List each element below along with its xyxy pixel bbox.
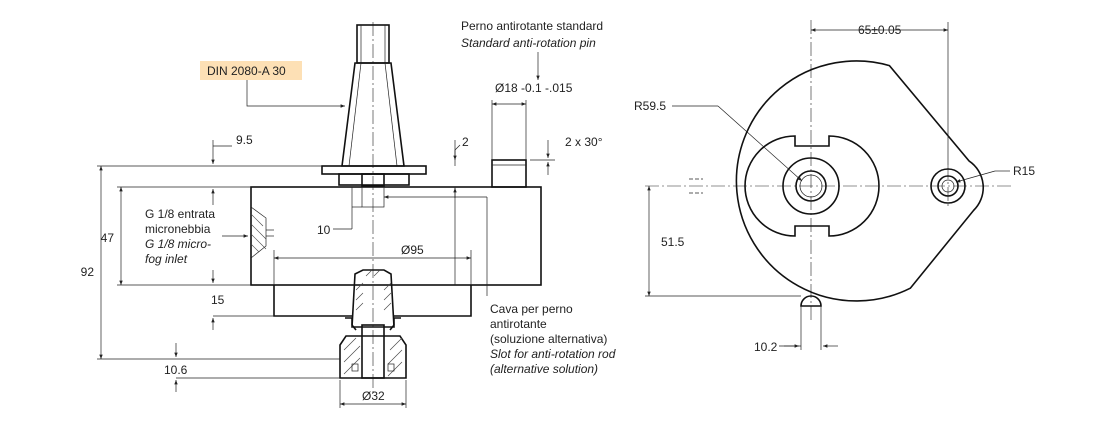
- boss-inner-ring: [782, 157, 840, 215]
- slot-en-line1: Slot for anti-rotation rod: [490, 347, 616, 361]
- slot-it-line2: antirotante: [490, 317, 547, 331]
- slot-it-line1: Cava per perno: [490, 302, 573, 316]
- d18-label: Ø18 -0.1 -.015: [495, 81, 573, 95]
- dim-9-5-label: 9.5: [236, 133, 253, 147]
- pin-note-it: Perno antirotante standard: [461, 19, 603, 33]
- dim-10-2-label: 10.2: [754, 340, 778, 354]
- anti-rotation-pin: [491, 159, 527, 188]
- din-tag-background: [200, 61, 302, 80]
- front-view: Ø18 -0.1 -.015 Perno antirotante standar…: [81, 19, 616, 408]
- drive-key: [361, 173, 385, 187]
- inlet-en-line1: G 1/8 micro-: [145, 237, 211, 251]
- flange-collar: [338, 173, 410, 186]
- chamfer-label: 2 x 30°: [565, 135, 603, 149]
- dim-2-label: 2: [462, 135, 469, 149]
- flange: [321, 165, 427, 175]
- slotted-boss: [744, 135, 880, 237]
- r15-label: R15: [1013, 164, 1035, 178]
- dim-15-label: 15: [211, 293, 225, 307]
- inlet-en-line2: fog inlet: [145, 252, 188, 266]
- slot-it-line3: (soluzione alternativa): [490, 332, 607, 346]
- slot-en-line2: (alternative solution): [490, 362, 598, 376]
- inlet-it-line2: micronebbia: [145, 222, 211, 236]
- dim-47-label: 47: [101, 231, 115, 245]
- pin-note-en: Standard anti-rotation pin: [461, 36, 596, 50]
- inlet-section-hatch: [250, 206, 274, 259]
- d32-label: Ø32: [362, 389, 385, 403]
- lower-disc: [273, 285, 472, 317]
- inlet-it-line1: G 1/8 entrata: [145, 207, 215, 221]
- top-view: 65±0.05 R59.5 R15 51.5 10.2: [634, 20, 1035, 354]
- dim-65-label: 65±0.05: [858, 23, 902, 37]
- lobe-hole: [930, 168, 966, 204]
- din-tag: DIN 2080-A 30: [200, 61, 345, 108]
- bottom-notch: [800, 295, 822, 307]
- din-tag-label: DIN 2080-A 30: [207, 64, 286, 78]
- main-body: [250, 186, 542, 286]
- central-bore: [795, 170, 827, 202]
- dim-10-6-label: 10.6: [164, 363, 188, 377]
- r59-label: R59.5: [634, 99, 666, 113]
- dim-10-label: 10: [317, 223, 331, 237]
- r59-leader: [717, 105, 803, 182]
- outer-contour: [735, 60, 985, 302]
- dim-92-label: 92: [81, 265, 95, 279]
- din-tag-leader: [246, 80, 345, 108]
- dim-51-5-label: 51.5: [661, 235, 685, 249]
- d95-label: Ø95: [401, 243, 424, 257]
